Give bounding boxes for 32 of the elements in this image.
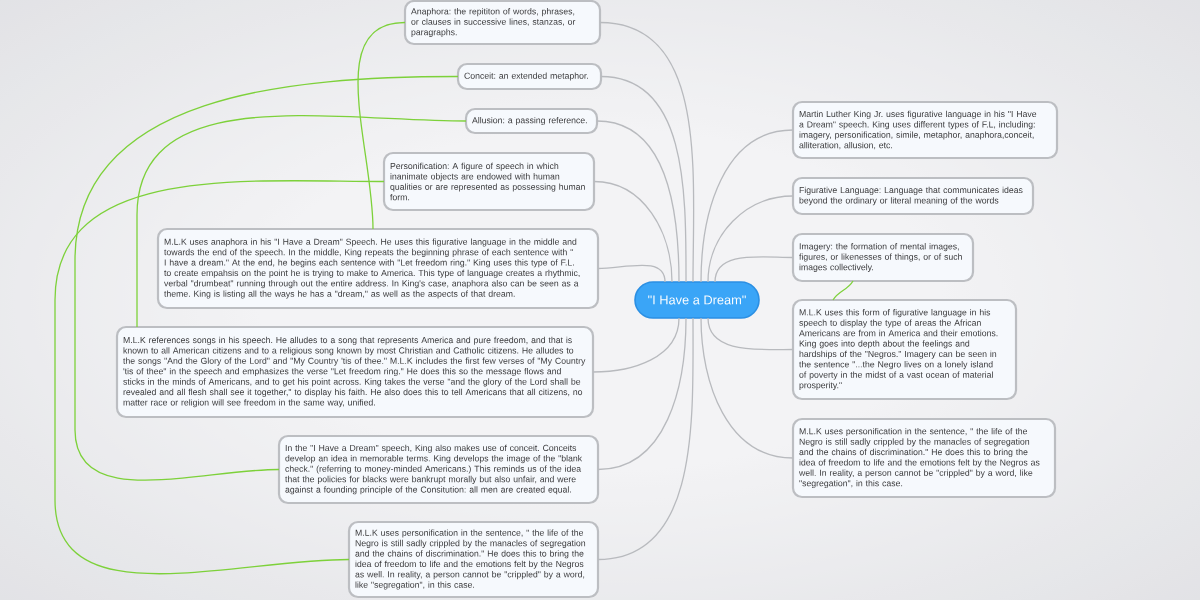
topic-box: M.L.K references songs in his speech. He alludes to a song that represents America and pure freedom, and that is known to all American citizens and to a religious song known by most Christian and Catholic citizens. He alludes to the songs "And the Glory of the Lord" and "My Country 'tis of thee." M.L.K includes the first few verses of "My Country 'tis of thee" in the speech and emphasizes the verse "Let freedom ring." He does this so the message flows and sticks in the minds of Americans, and to get his point across. King takes the verse "and the glory of the Lord shall be revealed and all flesh shall see it together," to display his faith. He also does this to tell Americans that all citizens, no matter race or religion will see freedom in the same way, unified.	[115, 325, 595, 419]
central-topic: "I Have a Dream"	[634, 281, 760, 319]
topic-box: Allusion: a passing reference.	[464, 107, 599, 135]
branch-line	[707, 317, 794, 351]
branch-line	[597, 264, 666, 283]
topic-box: M.L.K uses anaphora in his "I Have a Dream" Speech. He uses this figurative language in the middle and towards the end of the speech. In the middle, King repeats the beginning phrase of each sentence with " I have a dream." At the end, he begins each sentence with "Let freedom ring." King uses this type of F.L. to create empahsis on the point he is trying to make to America. This type of language creates a rhythmic, verbal "drumbeat" running through out the entire address. In King's case, anaphora also can be seen as a theme. King is listing all the ways he has a "dream," as well as the aspects of that dream.	[156, 227, 600, 310]
topic-box: M.L.K uses personification in the sentence, " the life of the Negro is still sadly crippled by the manacles of segregation and the chains of discrimination." He does this to bring the idea of freedom to life and the emotions felt by the Negros as well. In reality, a person cannot be "crippled" by a word, like "segregation", in this case.	[791, 417, 1057, 499]
branch-line	[599, 21, 695, 283]
topic-box: Conceit: an extended metaphor.	[456, 62, 603, 91]
connection-line	[54, 180, 385, 575]
branch-line	[707, 195, 794, 283]
connection-line	[832, 280, 854, 301]
branch-line	[597, 317, 694, 561]
branch-line	[596, 120, 680, 283]
branch-line	[597, 317, 687, 471]
branch-line	[714, 256, 794, 283]
branch-line	[593, 180, 673, 283]
branch-line	[592, 317, 680, 373]
topic-box: In the "I Have a Dream" speech, King also makes use of conceit. Conceits develop an idea in memorable terms. King develops the image of the "blank check." (referring to money-minded Americans.) This reminds us of the idea that the policies for blacks were bankrupt morally but also unfair, and were against a founding principle of the Consitution: all men are created equal.	[277, 434, 600, 505]
topic-box: Figurative Language: Language that communicates ideas beyond the ordinary or literal meaning of the words	[791, 176, 1035, 216]
connection-line	[357, 21, 406, 230]
branch-line	[700, 317, 794, 459]
topic-box: Martin Luther King Jr. uses figurative language in his "I Have a Dream" speech. King uses different types of F.L, including: imagery, personification, simile, metaphor, anaphora,conceit, alliteration, allusion, etc.	[791, 100, 1059, 160]
topic-box: Anaphora: the repititon of words, phrases, or clauses in successive lines, stanzas, or paragraphs.	[403, 0, 602, 46]
topic-box: M.L.K uses personification in the sentence, " the life of the Negro is still sadly crippled by the manacles of segregation and the chains of discrimination." He does this to bring the idea of freedom to life and the emotions felt by the Negros as well. In reality, a person cannot be "crippled" by a word, like "segregation", in this case.	[347, 520, 600, 599]
topic-box: Imagery: the formation of mental images, figures, or likenesses of things, or of such images collectively.	[791, 232, 975, 283]
topic-box: Personification: A figure of speech in which inanimate objects are endowed with human qualities or are represented as possessing human form.	[382, 151, 596, 212]
branch-line	[600, 75, 687, 283]
connection-line	[136, 115, 467, 328]
connection-line	[74, 75, 459, 481]
topic-box: M.L.K uses this form of figurative language in his speech to display the type of areas the African Americans are from in America and their emotions. King goes into depth about the feelings and hardships of the "Negros." Imagery can be seen in the sentence "...the Negro lives on a lonely island of poverty in the midst of a vast ocean of material prosperity."	[791, 298, 1018, 401]
branch-line	[700, 129, 794, 283]
